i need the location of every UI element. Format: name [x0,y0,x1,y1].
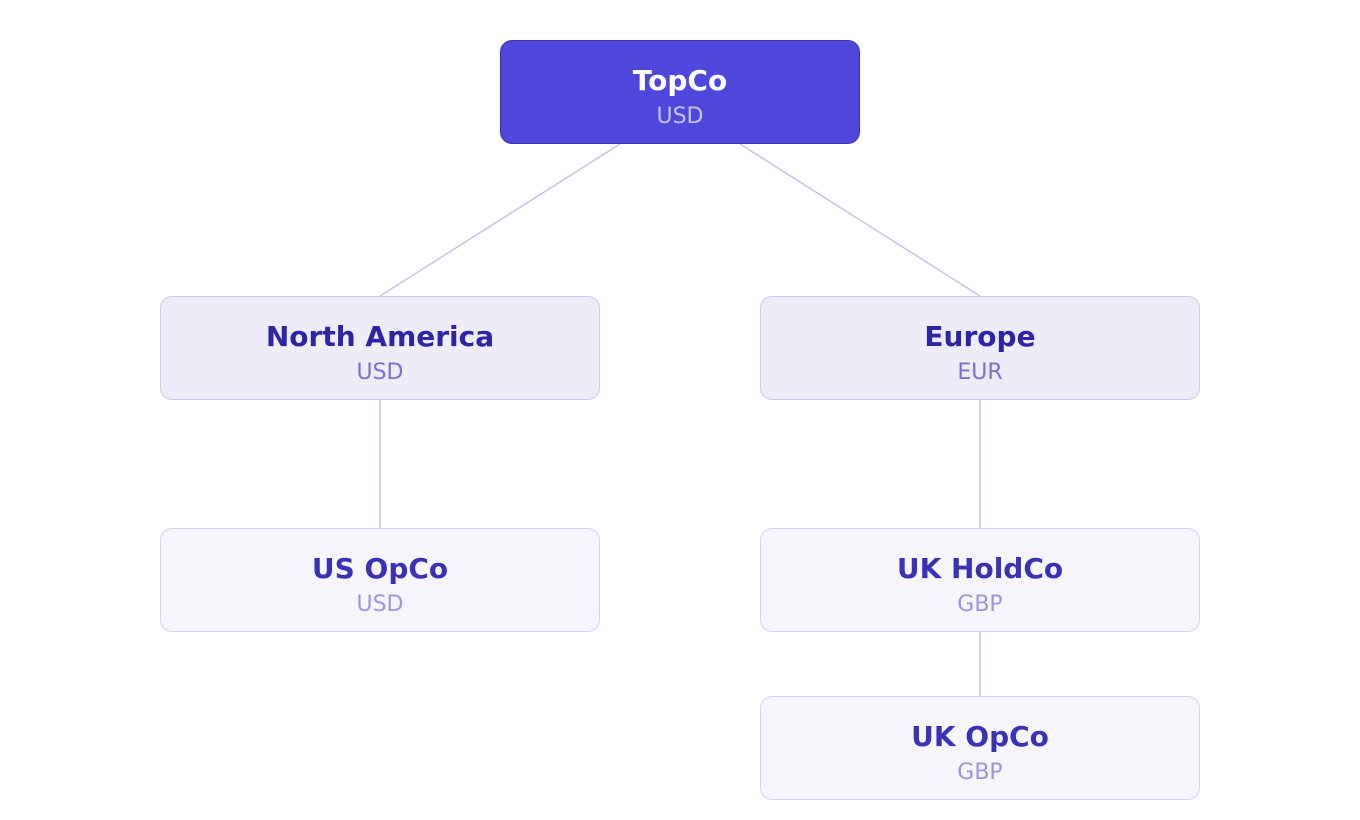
node-currency: USD [356,592,404,617]
node-name: TopCo [632,64,728,97]
node-us-opco[interactable]: US OpCo USD [160,528,600,632]
edge-topco-north-america [379,143,621,297]
node-name: North America [265,320,495,353]
node-uk-opco[interactable]: UK OpCo GBP [760,696,1200,800]
node-name: Europe [924,320,1036,353]
node-name: UK OpCo [911,720,1049,753]
node-north-america[interactable]: North America USD [160,296,600,400]
node-uk-holdco[interactable]: UK HoldCo GBP [760,528,1200,632]
node-name: US OpCo [311,552,449,585]
node-europe[interactable]: Europe EUR [760,296,1200,400]
node-name: UK HoldCo [896,552,1064,585]
node-currency: USD [356,360,404,385]
node-topco[interactable]: TopCo USD [500,40,860,144]
node-currency: EUR [957,360,1003,385]
node-currency: GBP [957,760,1003,785]
edge-topco-europe [739,143,981,297]
node-currency: GBP [957,592,1003,617]
node-currency: USD [656,104,704,129]
